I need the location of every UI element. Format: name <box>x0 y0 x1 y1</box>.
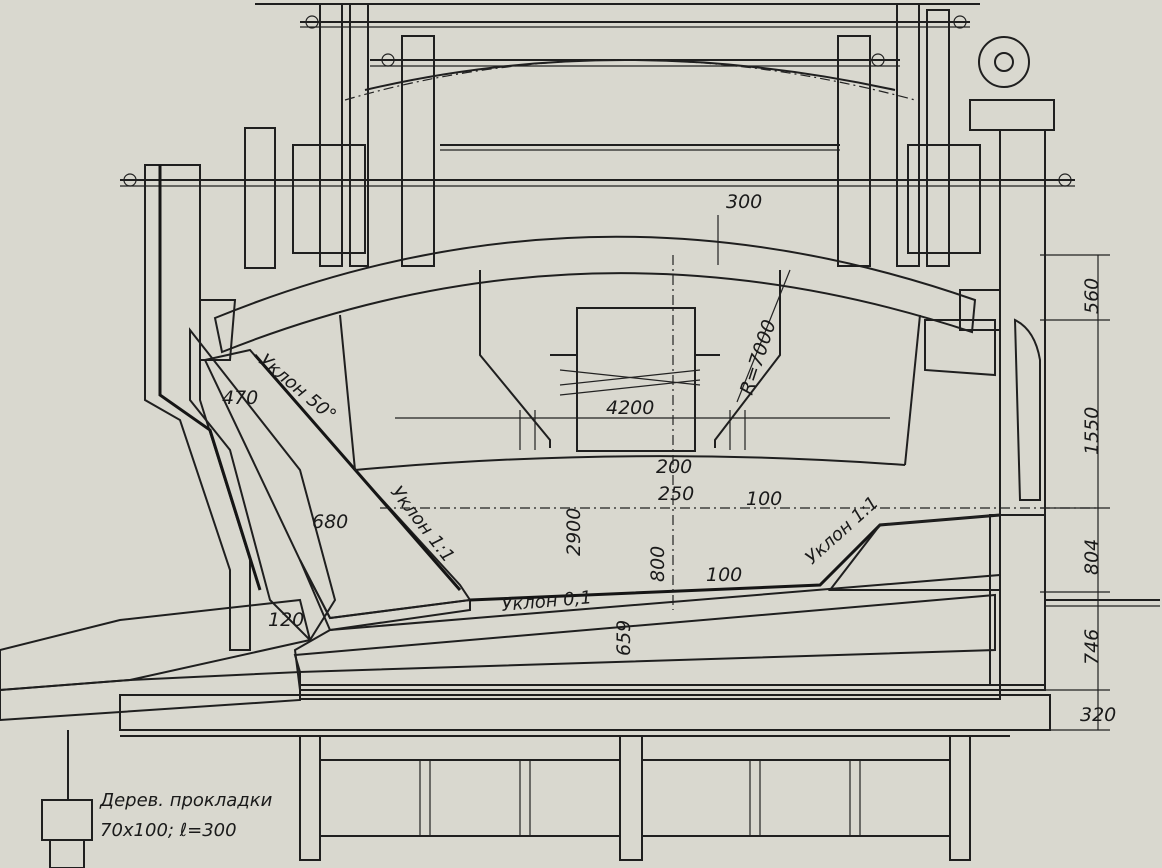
slope-1-1-left-label: Уклон 1:1 <box>386 482 458 567</box>
hearth <box>293 513 1001 700</box>
dim-746: 746 <box>1081 629 1103 665</box>
dim-1550: 1550 <box>1081 407 1103 455</box>
dim-470: 470 <box>222 387 258 409</box>
dim-2900: 2900 <box>563 508 585 556</box>
note-line-1: Дерев. прокладки <box>99 790 273 811</box>
left-wall <box>144 164 337 651</box>
dim-659: 659 <box>613 620 635 656</box>
slope-0-1-label: Уклон 0,1 <box>501 587 593 616</box>
dim-800: 800 <box>647 546 669 582</box>
slope-1-1-right-label: Уклон 1:1 <box>801 492 883 568</box>
dim-120: 120 <box>268 609 304 631</box>
note-line-2: 70x100; ℓ=300 <box>100 820 237 841</box>
lower-structure <box>0 598 1051 868</box>
slope-labels: Уклон 50° Уклон 1:1 Уклон 1:1 Уклон 0,1 <box>255 350 883 616</box>
dimension-lines <box>380 215 1110 731</box>
dim-680: 680 <box>312 511 348 533</box>
dim-320: 320 <box>1080 704 1116 726</box>
dim-804: 804 <box>1081 539 1103 575</box>
interior-outlines <box>339 270 921 471</box>
dim-200: 200 <box>656 456 692 478</box>
dim-300: 300 <box>726 191 762 213</box>
slope-50-label: Уклон 50° <box>255 350 340 426</box>
upper-frame <box>120 3 1075 269</box>
dim-100-bottom: 100 <box>706 564 742 586</box>
wood-spacer-note: Дерев. прокладки 70x100; ℓ=300 <box>99 790 273 841</box>
dim-560: 560 <box>1081 278 1103 314</box>
dim-4200: 4200 <box>606 397 654 419</box>
right-wall <box>924 129 1160 691</box>
dim-250: 250 <box>658 483 694 505</box>
dim-100-top: 100 <box>746 488 782 510</box>
dim-r7000: R=7000 <box>736 317 781 397</box>
left-bank <box>203 348 472 632</box>
